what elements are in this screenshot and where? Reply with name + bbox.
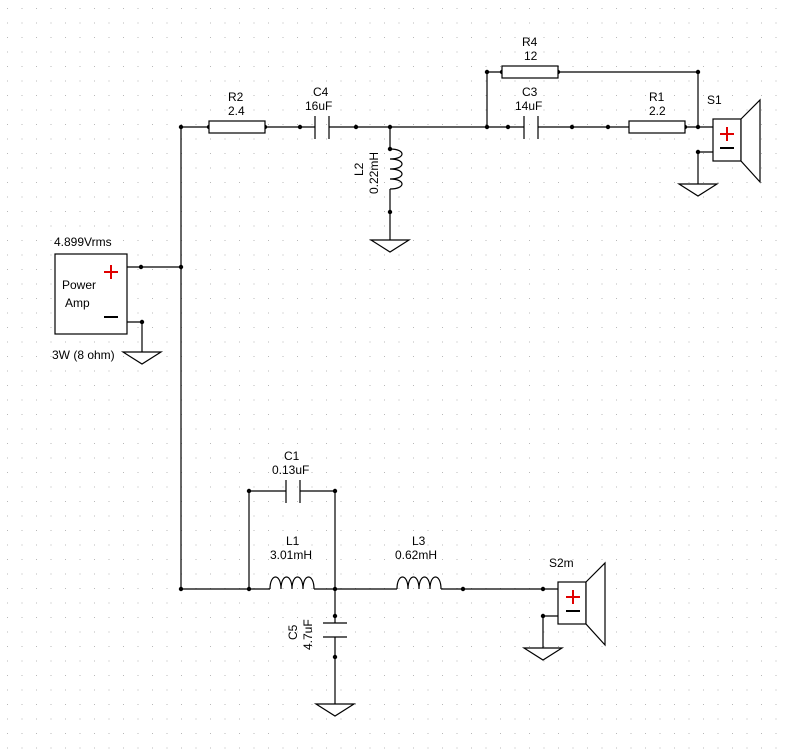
c4-value: 16uF bbox=[305, 99, 332, 113]
capacitor-c5[interactable]: C5 4.7uF bbox=[286, 619, 347, 650]
amp-rating: 3W (8 ohm) bbox=[52, 348, 115, 362]
l2-name: L2 bbox=[352, 162, 366, 176]
s2m-name: S2m bbox=[549, 556, 574, 570]
c3-name: C3 bbox=[522, 85, 538, 99]
capacitor-c3[interactable]: C3 14uF bbox=[515, 85, 542, 139]
inductor-l1[interactable]: L1 3.01mH bbox=[269, 534, 315, 590]
resistor-r1[interactable]: R1 2.2 bbox=[628, 90, 686, 134]
r2-value: 2.4 bbox=[228, 104, 245, 118]
r4-name: R4 bbox=[522, 35, 538, 49]
grid-dots bbox=[7, 8, 777, 749]
c1-value: 0.13uF bbox=[272, 463, 309, 477]
l3-name: L3 bbox=[412, 534, 426, 548]
inductor-l3[interactable]: L3 0.62mH bbox=[395, 534, 442, 590]
s1-name: S1 bbox=[707, 93, 722, 107]
ground-icon bbox=[120, 351, 164, 365]
amp-voltage: 4.899Vrms bbox=[54, 235, 112, 249]
c5-name: C5 bbox=[286, 624, 300, 640]
r1-name: R1 bbox=[649, 90, 665, 104]
junction-dots bbox=[138, 69, 701, 660]
inductor-l2[interactable]: L2 0.22mH bbox=[352, 148, 403, 194]
power-amp[interactable]: Power Amp 4.899Vrms 3W (8 ohm) bbox=[52, 235, 128, 362]
ground-icon bbox=[676, 183, 720, 197]
l1-value: 3.01mH bbox=[270, 548, 312, 562]
c1-name: C1 bbox=[284, 449, 300, 463]
wires bbox=[127, 71, 713, 704]
capacitor-c1[interactable]: C1 0.13uF bbox=[272, 449, 309, 503]
speaker-s1[interactable]: S1 bbox=[707, 93, 761, 184]
l3-value: 0.62mH bbox=[395, 548, 437, 562]
l2-value: 0.22mH bbox=[367, 152, 381, 194]
r2-name: R2 bbox=[228, 90, 244, 104]
power-amp-body bbox=[54, 253, 128, 335]
amp-label-line2: Amp bbox=[65, 296, 90, 310]
resistor-r2[interactable]: R2 2.4 bbox=[208, 90, 266, 134]
c4-name: C4 bbox=[313, 85, 329, 99]
r1-value: 2.2 bbox=[649, 104, 666, 118]
l1-name: L1 bbox=[286, 534, 300, 548]
c5-value: 4.7uF bbox=[301, 619, 315, 650]
ground-icon bbox=[313, 703, 357, 717]
amp-label-line1: Power bbox=[62, 278, 96, 292]
c3-value: 14uF bbox=[515, 99, 542, 113]
speaker-s2m[interactable]: S2m bbox=[549, 556, 606, 647]
ground-icon bbox=[368, 239, 412, 253]
ground-icon bbox=[521, 647, 565, 661]
capacitor-c4[interactable]: C4 16uF bbox=[305, 85, 332, 139]
resistor-r4[interactable]: R4 12 bbox=[501, 35, 559, 79]
r4-value: 12 bbox=[524, 49, 538, 63]
